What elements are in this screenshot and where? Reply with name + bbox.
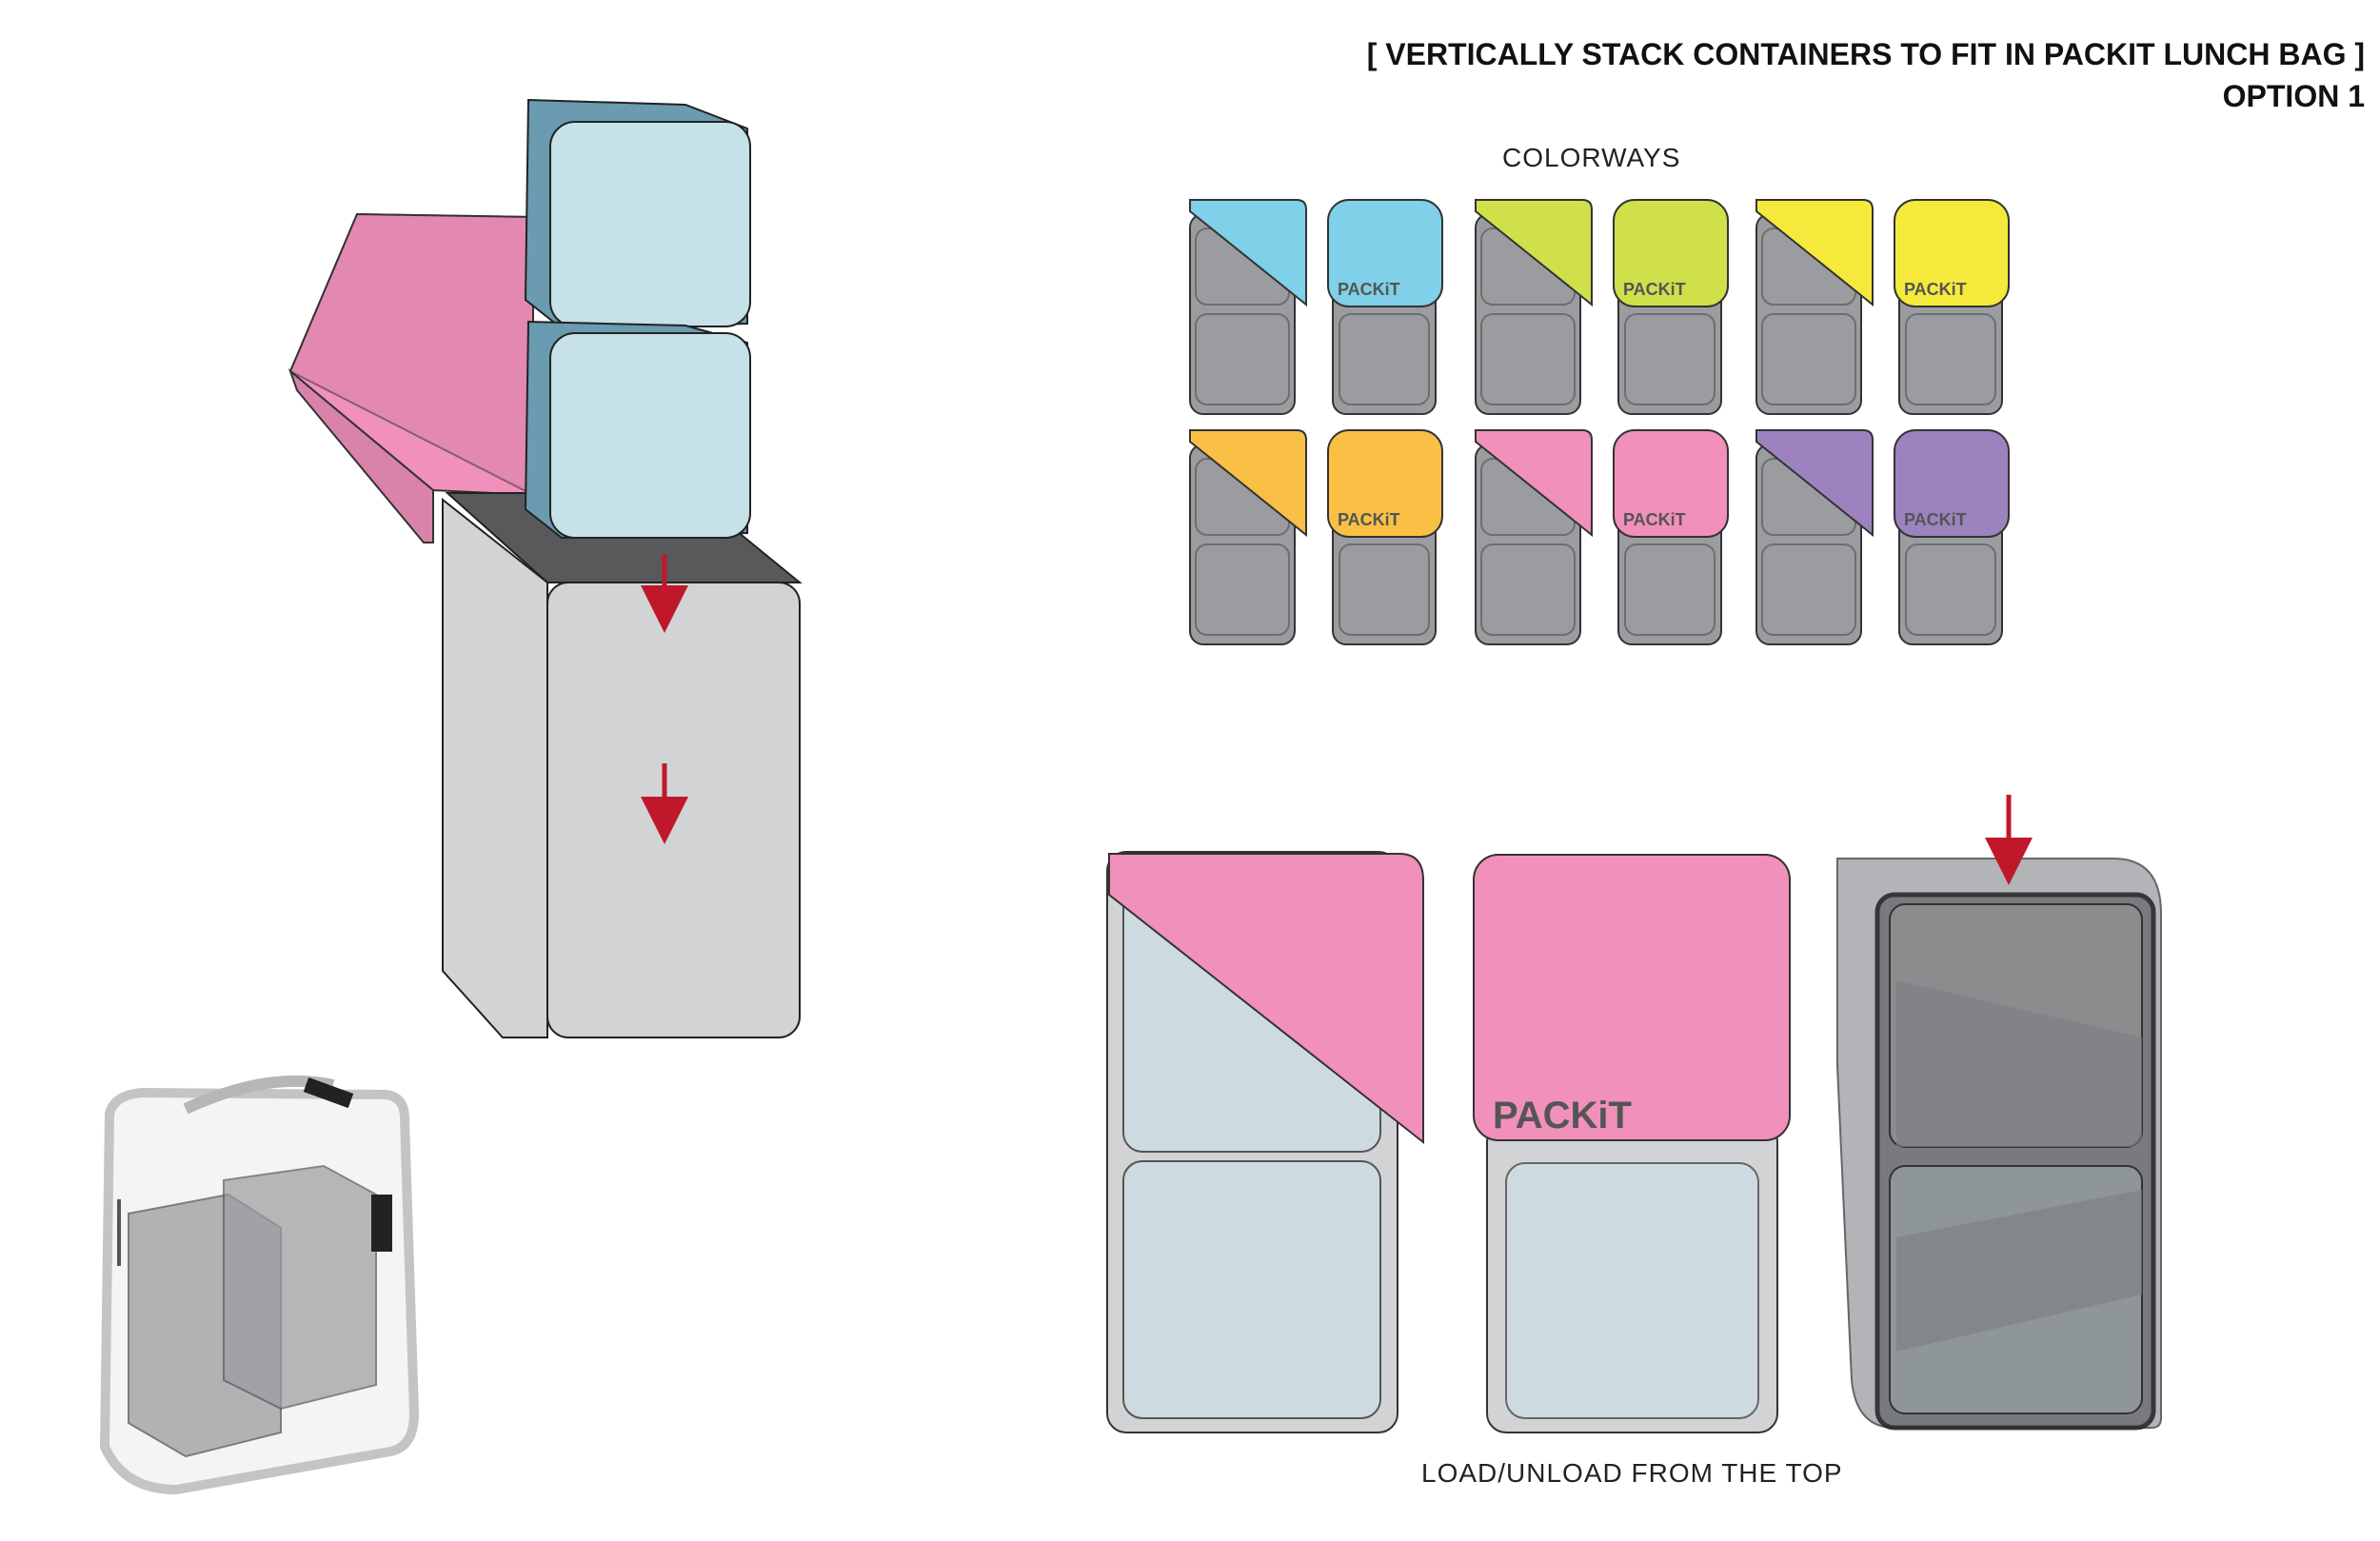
colorway-brand-orange: PACKiT [1338, 510, 1400, 529]
colorway-flap-blue [1189, 199, 1307, 307]
view-flap-closed: PACKiT [1473, 854, 1791, 1433]
colorway-pair-lime: PACKiT [1475, 199, 1729, 415]
colorway-brand-blue: PACKiT [1338, 280, 1400, 299]
bag-body [442, 492, 803, 1038]
bottom-container [524, 320, 751, 540]
colorway-pair-orange: PACKiT [1189, 429, 1443, 645]
colorway-flap-lime [1475, 199, 1593, 307]
colorway-pair-pink: PACKiT [1475, 429, 1729, 645]
colorways-grid: PACKiT PACKiT PACKiT PACKiT PACKiT PACKiT [1189, 199, 2010, 645]
header-subtitle: OPTION 1 [2222, 79, 2365, 113]
pink-flap-diagonal [1108, 853, 1424, 1145]
colorway-lid-lime [1613, 199, 1729, 307]
colorway-brand-purple: PACKiT [1904, 510, 1967, 529]
colorway-pair-blue: PACKiT [1189, 199, 1443, 415]
top-container [524, 98, 751, 330]
colorway-lid-purple [1894, 429, 2010, 538]
colorways-label: COLORWAYS [1502, 143, 1681, 172]
colorway-flap-purple [1755, 429, 1874, 538]
colorway-lid-orange [1327, 429, 1443, 538]
colorway-brand-lime: PACKiT [1623, 280, 1686, 299]
load-unload-label: LOAD/UNLOAD FROM THE TOP [1421, 1458, 1843, 1488]
view-inside-bag [1836, 795, 2162, 1431]
colorway-brand-pink: PACKiT [1623, 510, 1686, 529]
view-flap-open [1106, 851, 1424, 1433]
colorway-pair-purple: PACKiT [1755, 429, 2010, 645]
header-title: [ VERTICALLY STACK CONTAINERS TO FIT IN … [1366, 37, 2365, 71]
colorway-flap-orange [1189, 429, 1307, 538]
lunch-bag-thumbnail [99, 1075, 420, 1495]
colorway-lid-yellow [1894, 199, 2010, 307]
colorway-brand-yellow: PACKiT [1904, 280, 1967, 299]
exploded-bag-illustration [288, 98, 803, 1038]
colorway-lid-blue [1327, 199, 1443, 307]
colorway-flap-yellow [1755, 199, 1874, 307]
colorway-pair-yellow: PACKiT [1755, 199, 2010, 415]
pink-lid [1473, 854, 1791, 1141]
colorway-lid-pink [1613, 429, 1729, 538]
packit-logo: PACKiT [1493, 1095, 1632, 1136]
colorway-flap-pink [1475, 429, 1593, 538]
